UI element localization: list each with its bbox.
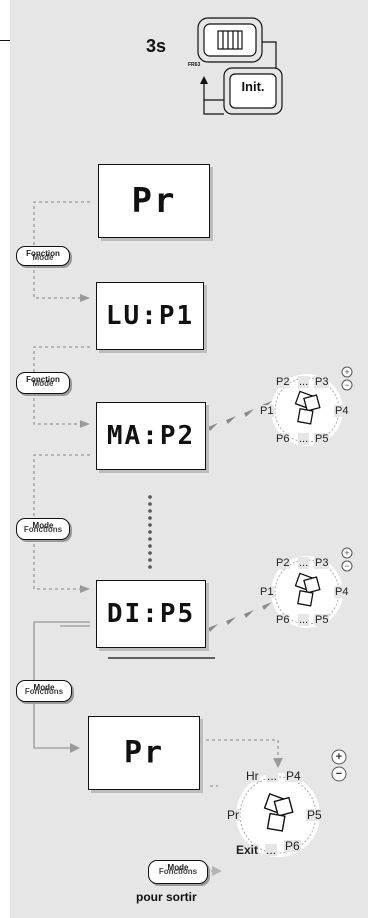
wheel-1-p6: P6 xyxy=(275,433,291,445)
lcd-screen-2: LU:P1 xyxy=(96,282,204,350)
mode-fonctions-button-3[interactable]: Mode Fonctions xyxy=(16,518,70,540)
wheel-2-minus-icon[interactable]: − xyxy=(344,561,350,571)
lcd-screen-2-text: LU:P1 xyxy=(105,301,195,331)
wheel-3-p6: P6 xyxy=(284,839,301,853)
wheel-3-dots-top: ... xyxy=(266,769,279,783)
wheel-1-p3: P3 xyxy=(314,376,330,388)
wheel-1-p5: P5 xyxy=(314,433,330,445)
wheel-3-minus-icon[interactable]: − xyxy=(335,768,343,780)
sub-label: FR63 xyxy=(188,62,201,68)
wheel-2-p1: P1 xyxy=(259,586,275,598)
lcd-screen-3: MA:P2 xyxy=(96,402,206,470)
button-3-label-a: Mode xyxy=(32,521,54,530)
lcd-screen-4-text: DI:P5 xyxy=(106,599,196,629)
lcd-screen-4: DI:P5 xyxy=(96,580,206,648)
lcd-screen-3-text: MA:P2 xyxy=(106,421,196,451)
selector-wheel-3-dial xyxy=(236,773,320,857)
exit-caption: pour sortir xyxy=(136,890,197,904)
selector-wheel-2-dial xyxy=(271,556,343,628)
display-icon xyxy=(217,30,243,50)
wheel-1-plus-icon[interactable]: + xyxy=(344,367,350,377)
button-2-label-b: Mode xyxy=(32,379,54,388)
wheel-2-p6: P6 xyxy=(275,614,291,626)
wheel-1-dots-top: ... xyxy=(298,376,310,388)
arrow-3 xyxy=(80,420,90,428)
wheel-3-dots-bottom: ... xyxy=(265,843,278,857)
wheel-3-plus-icon[interactable]: + xyxy=(335,751,343,763)
wheel-3-p4: P4 xyxy=(285,769,302,783)
arrow-6 xyxy=(273,758,283,768)
delay-label: 3s xyxy=(146,36,167,56)
button-2-label-a: Fonction xyxy=(26,375,60,384)
wheel-2-p4: P4 xyxy=(334,586,350,598)
lcd-screen-1: Pr xyxy=(98,164,210,238)
button-4-label-a: Mode xyxy=(33,683,55,692)
wheel-2-dots-top: ... xyxy=(298,557,310,569)
mode-fonctions-button-4[interactable]: Mode Fonctions xyxy=(16,680,72,702)
init-label: Init. xyxy=(241,79,265,94)
wheel-2-dots-bottom: ... xyxy=(298,614,310,626)
wheel-3-exit: Exit xyxy=(235,843,260,857)
wheel-2-p2: P2 xyxy=(275,557,291,569)
wheel-3-pr: Pr xyxy=(226,808,240,822)
lcd-screen-5-text: Pr xyxy=(123,735,165,771)
mode-fonctions-button-exit[interactable]: Mode Fonctions xyxy=(148,860,208,884)
arrow-2 xyxy=(80,294,90,302)
button-3-label-b: Fonctions xyxy=(23,525,63,534)
fonction-mode-button-2[interactable]: Fonction Mode xyxy=(16,372,70,394)
corner-rule xyxy=(0,40,10,41)
wheel-1-p2: P2 xyxy=(275,376,291,388)
wheel-2-plus-icon[interactable]: + xyxy=(344,548,350,558)
wheel-1-p4: P4 xyxy=(334,405,350,417)
lcd-screen-5: Pr xyxy=(88,716,200,790)
button-1-label-a: Fonction xyxy=(26,249,60,258)
arrow-5 xyxy=(70,743,80,753)
button-5-label-a: Mode xyxy=(167,863,189,872)
wheel-1-p1: P1 xyxy=(259,405,275,417)
lcd-screen-1-text: Pr xyxy=(131,181,177,221)
wheel-3-p5: P5 xyxy=(306,808,323,822)
wheel-2-p3: P3 xyxy=(314,557,330,569)
wheel-2-p5: P5 xyxy=(314,614,330,626)
fonction-mode-button-1[interactable]: Fonction Mode xyxy=(16,246,70,266)
wheel-1-dots-bottom: ... xyxy=(298,433,310,445)
button-5-label-b: Fonctions xyxy=(158,867,198,876)
wheel-1-minus-icon[interactable]: − xyxy=(344,380,350,390)
arrow-4 xyxy=(80,585,90,593)
button-4-label-b: Fonctions xyxy=(24,687,64,696)
button-1-label-b: Mode xyxy=(32,253,54,262)
wheel-3-hr: Hr xyxy=(245,769,260,783)
